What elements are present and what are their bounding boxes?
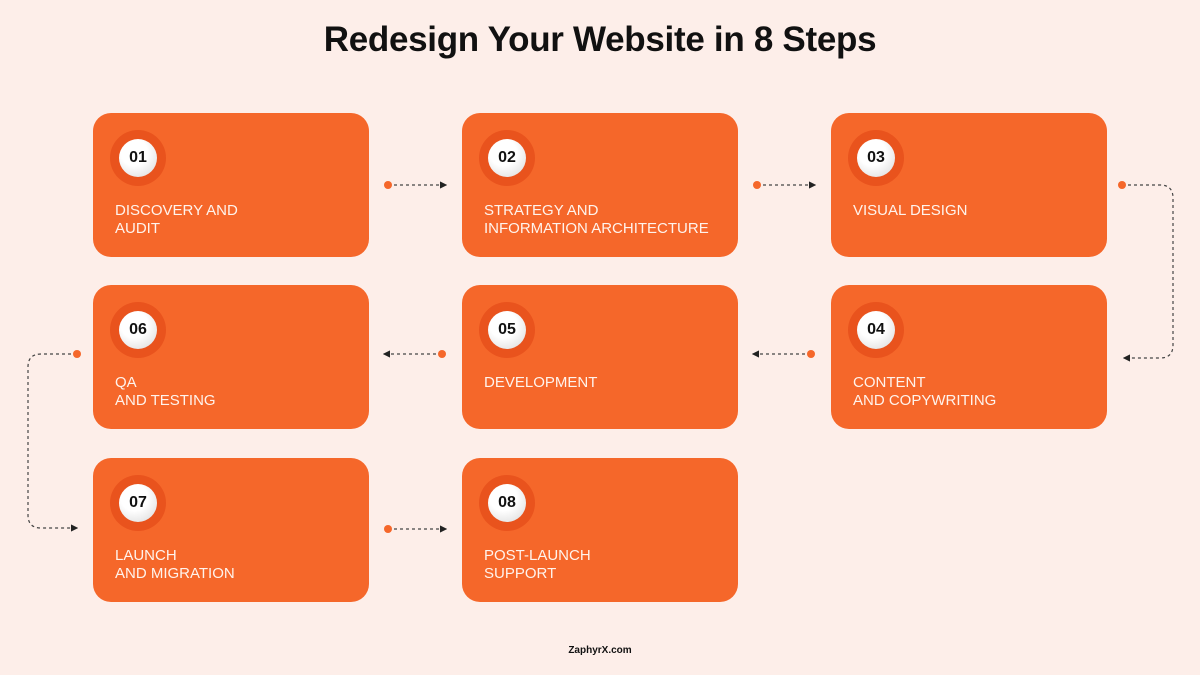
- step-label: VISUAL DESIGN: [853, 202, 968, 219]
- step-number-badge: 03: [848, 130, 904, 186]
- step-number-badge: 08: [479, 475, 535, 531]
- step-card-7: 07 LAUNCH AND MIGRATION: [93, 458, 369, 602]
- connector-arrow: [1122, 184, 1174, 362]
- step-number-badge: 04: [848, 302, 904, 358]
- page-title: Redesign Your Website in 8 Steps: [323, 20, 877, 59]
- step-label: POST-LAUNCH SUPPORT: [484, 547, 591, 582]
- connector-dot: [73, 350, 81, 358]
- connector-dot: [384, 181, 392, 189]
- step-number: 05: [488, 311, 526, 349]
- step-number-badge: 06: [110, 302, 166, 358]
- step-number: 06: [119, 311, 157, 349]
- step-card-5: 05 DEVELOPMENT: [462, 285, 738, 429]
- step-card-3: 03 VISUAL DESIGN: [831, 113, 1107, 257]
- step-number-badge: 05: [479, 302, 535, 358]
- footer-brand: ZaphyrX.com: [568, 645, 632, 656]
- step-number-badge: 01: [110, 130, 166, 186]
- step-number-badge: 02: [479, 130, 535, 186]
- step-number: 07: [119, 484, 157, 522]
- step-number-badge: 07: [110, 475, 166, 531]
- step-card-2: 02 STRATEGY AND INFORMATION ARCHITECTURE: [462, 113, 738, 257]
- connector-dot: [807, 350, 815, 358]
- step-number: 04: [857, 311, 895, 349]
- step-label: DEVELOPMENT: [484, 374, 598, 391]
- step-card-4: 04 CONTENT AND COPYWRITING: [831, 285, 1107, 429]
- step-label: STRATEGY AND INFORMATION ARCHITECTURE: [484, 202, 709, 237]
- step-number: 01: [119, 139, 157, 177]
- step-number: 02: [488, 139, 526, 177]
- step-number: 08: [488, 484, 526, 522]
- step-card-8: 08 POST-LAUNCH SUPPORT: [462, 458, 738, 602]
- step-number: 03: [857, 139, 895, 177]
- step-label: CONTENT AND COPYWRITING: [853, 374, 997, 409]
- step-card-1: 01 DISCOVERY AND AUDIT: [93, 113, 369, 257]
- connector-dot: [384, 525, 392, 533]
- step-label: DISCOVERY AND AUDIT: [115, 202, 238, 237]
- connector-dot: [1118, 181, 1126, 189]
- step-label: LAUNCH AND MIGRATION: [115, 547, 235, 582]
- connector-arrow: [27, 353, 79, 532]
- step-card-6: 06 QA AND TESTING: [93, 285, 369, 429]
- connector-dot: [438, 350, 446, 358]
- step-label: QA AND TESTING: [115, 374, 216, 409]
- connector-dot: [753, 181, 761, 189]
